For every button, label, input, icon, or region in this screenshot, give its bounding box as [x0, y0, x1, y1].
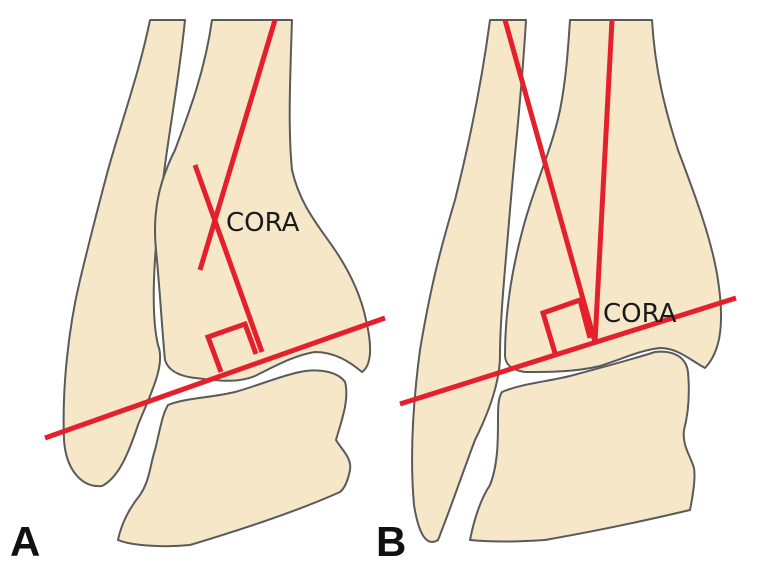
tibia-b: [504, 19, 723, 373]
joint-line-a: [44, 315, 386, 441]
cora-label-b: CORA: [603, 299, 677, 329]
right-angle-marker-b: [539, 296, 593, 354]
anatomic-axis-a: [197, 19, 278, 271]
mechanical-axis-b: [592, 19, 615, 343]
fibula-b: [411, 19, 527, 543]
cora-label-a: CORA: [226, 208, 300, 238]
panel-label-a: A: [10, 518, 40, 565]
talus-b: [469, 350, 696, 543]
panel-a: CORA A: [10, 19, 386, 565]
talus-a: [117, 369, 352, 548]
joint-line-b: [399, 295, 737, 407]
tibia-a: [153, 19, 372, 382]
perpendicular-line-a: [192, 164, 265, 353]
anatomic-axis-b: [502, 19, 598, 343]
panel-b: CORA B: [376, 19, 737, 565]
right-angle-marker-a: [204, 320, 259, 373]
panel-label-b: B: [376, 518, 406, 565]
